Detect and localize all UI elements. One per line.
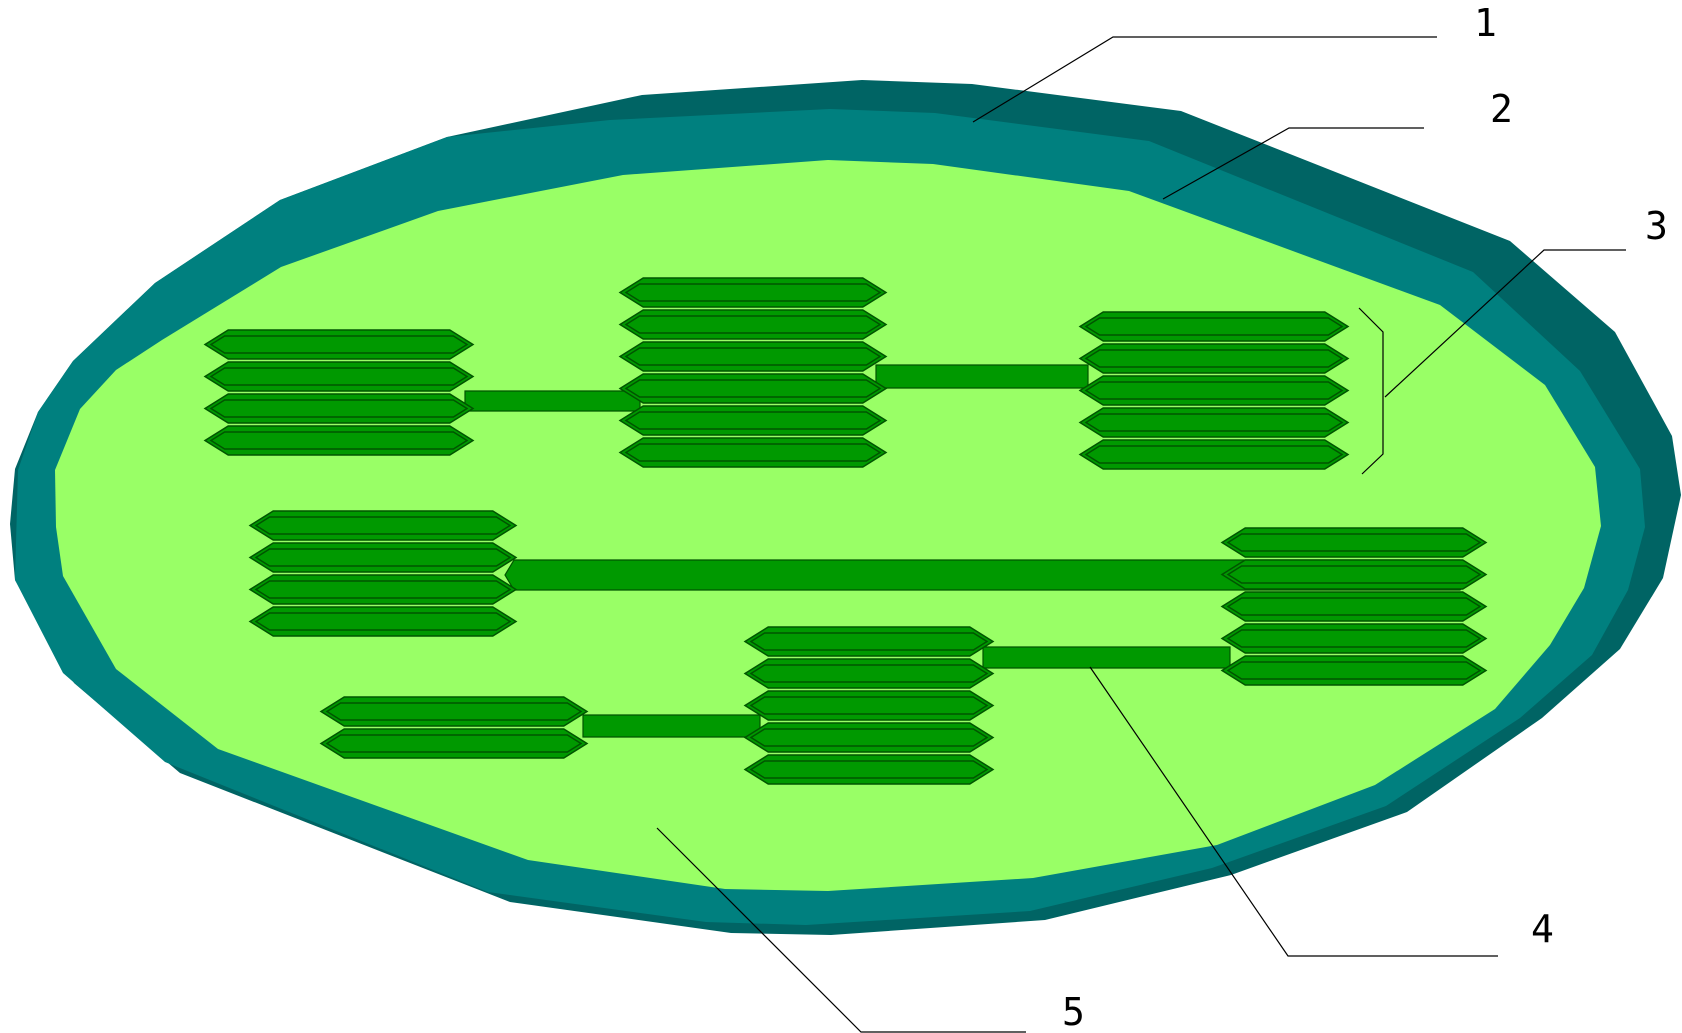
thylakoid-disc xyxy=(1078,343,1350,374)
leader-line-5 xyxy=(656,827,1026,1033)
thylakoid-lumen xyxy=(254,516,512,535)
thylakoid-lumen xyxy=(624,379,882,398)
thylakoid-disc xyxy=(743,658,995,689)
thylakoid-lumen xyxy=(1084,413,1344,432)
thylakoid-disc xyxy=(618,373,888,404)
thylakoid-disc xyxy=(1220,591,1488,622)
thylakoid-lumen xyxy=(1226,533,1482,552)
granum xyxy=(248,510,518,637)
thylakoid-lumen xyxy=(209,335,469,354)
thylakoid-disc xyxy=(1220,559,1488,590)
thylakoid-disc xyxy=(618,277,888,308)
granum xyxy=(319,696,589,759)
thylakoid-disc xyxy=(743,754,995,785)
thylakoid-lumen xyxy=(1084,349,1344,368)
thylakoid-lumen xyxy=(749,664,989,683)
thylakoid-disc xyxy=(1078,407,1350,438)
thylakoid-lumen xyxy=(209,431,469,450)
thylakoid-lumen xyxy=(325,702,583,721)
thylakoid-disc xyxy=(1078,439,1350,470)
thylakoid-disc xyxy=(1078,375,1350,406)
thylakoid-disc xyxy=(1078,311,1350,342)
thylakoid-lumen xyxy=(749,632,989,651)
thylakoid-lumen xyxy=(325,734,583,753)
thylakoid-disc xyxy=(618,309,888,340)
leader-line-4 xyxy=(1089,666,1498,957)
granum xyxy=(1078,311,1350,470)
thylakoid-lumen xyxy=(1084,445,1344,464)
thylakoid-disc xyxy=(1220,655,1488,686)
thylakoid-disc xyxy=(248,606,518,637)
label-5: 5 xyxy=(1062,990,1085,1033)
thylakoid-lumen xyxy=(624,443,882,462)
thylakoid-disc xyxy=(618,405,888,436)
thylakoid-lumen xyxy=(749,696,989,715)
thylakoid-lumen xyxy=(254,548,512,567)
thylakoid-disc xyxy=(248,542,518,573)
thylakoid-lumen xyxy=(749,760,989,779)
thylakoid-lumen xyxy=(624,315,882,334)
thylakoid-lumen xyxy=(624,411,882,430)
thylakoid-disc xyxy=(743,722,995,753)
thylakoid-lumen xyxy=(254,612,512,631)
thylakoid-disc xyxy=(743,690,995,721)
thylakoid-disc xyxy=(203,361,475,392)
label-1: 1 xyxy=(1474,1,1497,45)
thylakoid-lumen xyxy=(624,347,882,366)
leader-line-2 xyxy=(1162,127,1424,200)
thylakoid-disc xyxy=(203,425,475,456)
thylakoid-lumen xyxy=(209,399,469,418)
thylakoid-disc xyxy=(1220,623,1488,654)
label-4: 4 xyxy=(1531,907,1554,951)
stroma-lamella xyxy=(582,714,761,738)
granum xyxy=(618,277,888,468)
label-3: 3 xyxy=(1645,204,1668,248)
thylakoid-lumen xyxy=(254,580,512,599)
thylakoid-lumen xyxy=(1084,317,1344,336)
thylakoid-lumen xyxy=(1084,381,1344,400)
thylakoid-disc xyxy=(319,728,589,759)
thylakoid-disc xyxy=(248,510,518,541)
thylakoid-lumen xyxy=(749,728,989,747)
stroma-lamella xyxy=(464,390,641,412)
thylakoid-disc xyxy=(618,341,888,372)
granum-bracket xyxy=(1358,307,1384,475)
granum xyxy=(743,626,995,785)
thylakoid-disc xyxy=(618,437,888,468)
stroma-lamella xyxy=(982,646,1231,669)
leader-line-3 xyxy=(1384,249,1626,398)
label-2: 2 xyxy=(1490,87,1513,131)
thylakoid-lumen xyxy=(624,283,882,302)
granum xyxy=(1220,527,1488,686)
thylakoid-lumen xyxy=(1226,661,1482,680)
thylakoid-lumen xyxy=(1226,597,1482,616)
thylakoid-disc xyxy=(203,329,475,360)
thylakoid-lumen xyxy=(1226,629,1482,648)
thylakoid-lumen xyxy=(1226,565,1482,584)
thylakoid-disc xyxy=(319,696,589,727)
leader-line-1 xyxy=(972,36,1437,123)
thylakoid-discs xyxy=(203,277,1488,785)
stroma-lamella xyxy=(875,364,1089,389)
granum xyxy=(203,329,475,456)
thylakoid-disc xyxy=(1220,527,1488,558)
thylakoid-disc xyxy=(743,626,995,657)
thylakoid-disc xyxy=(203,393,475,424)
thylakoid-disc xyxy=(248,574,518,605)
thylakoid-lumen xyxy=(209,367,469,386)
